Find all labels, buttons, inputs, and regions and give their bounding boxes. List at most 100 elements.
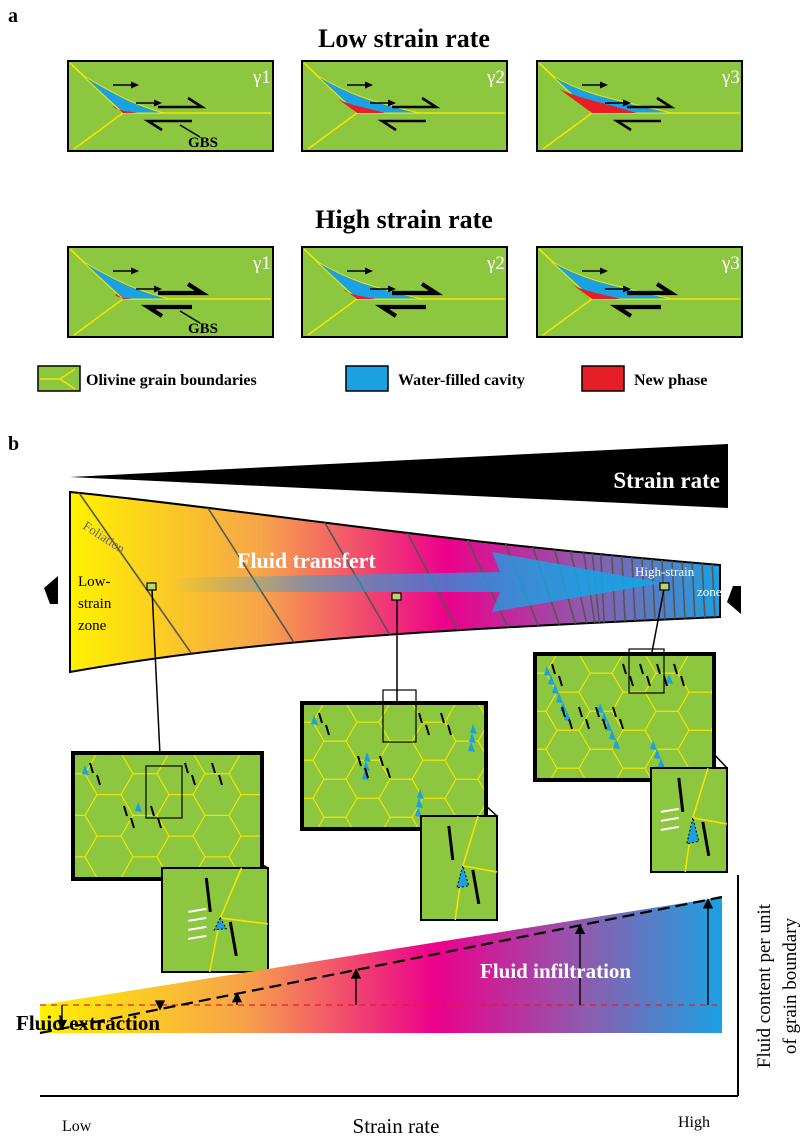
strain-rate-bar-label: Strain rate: [613, 468, 720, 493]
shear-arrow-icon: [677, 777, 685, 813]
gbs-label: GBS: [188, 135, 218, 151]
panel-b-label: b: [8, 433, 19, 455]
displacement-arrow-icon: [154, 99, 162, 107]
shear-arrow-icon: [392, 96, 441, 109]
shear-arrow-icon: [418, 712, 430, 736]
displacement-arrow-icon: [365, 81, 373, 89]
displacement-arrow-icon: [660, 807, 679, 813]
shear-arrow-icon: [158, 282, 210, 296]
zoom-frame: [145, 765, 183, 819]
shear-arrow-icon: [392, 282, 444, 296]
microstructure-boxes: [71, 648, 728, 973]
shear-arrow-icon: [727, 586, 741, 614]
shear-arrow-icon: [551, 663, 563, 687]
displacement-arrow-icon: [231, 992, 243, 1003]
fluid-extraction-label: Fluid extraction: [16, 1011, 160, 1035]
displacement-arrow-icon: [56, 1019, 68, 1031]
shear-arrow-icon: [639, 663, 651, 687]
microstructure-view: [533, 652, 716, 782]
legend: Olivine grain boundaries Water-filled ca…: [37, 365, 707, 392]
displacement-arrow-icon: [188, 925, 207, 931]
shear-arrow-icon: [211, 762, 223, 786]
shear-arrow-icon: [377, 119, 426, 132]
gbs-label: GBS: [188, 321, 218, 337]
shear-arrow-icon: [612, 706, 624, 730]
shear-arrow-icon: [204, 877, 212, 913]
fluid-infiltration-label: Fluid infiltration: [480, 959, 631, 983]
displacement-arrow-icon: [131, 267, 139, 275]
shear-arrow-icon: [440, 712, 452, 736]
low-strain-title: Low strain rate: [318, 24, 490, 53]
shear-arrow-icon: [140, 304, 192, 318]
shear-arrow-icon: [357, 755, 369, 779]
shear-arrow-icon: [123, 805, 135, 829]
sample-marker-mid: [391, 592, 402, 601]
displacement-arrow-icon: [131, 81, 139, 89]
legend-olivine-label: Olivine grain boundaries: [86, 372, 257, 389]
microstructure-view: [71, 751, 264, 881]
x-low-label: Low: [62, 1118, 92, 1135]
shear-arrow-icon: [622, 663, 634, 687]
x-high-label: High: [678, 1114, 710, 1131]
sample-marker-high: [659, 582, 670, 591]
displacement-arrow-icon: [600, 267, 608, 275]
shear-arrow-icon: [673, 663, 685, 687]
displacement-arrow-icon: [574, 923, 586, 935]
shear-arrow-icon: [379, 755, 391, 779]
shear-arrow-icon: [578, 706, 590, 730]
shear-arrow-icon: [228, 921, 238, 957]
shear-arrow-icon: [595, 706, 607, 730]
displacement-arrow-icon: [388, 99, 396, 107]
shear-arrow-icon: [89, 762, 101, 786]
zoom-frame: [382, 689, 417, 743]
shear-arrow-icon: [184, 762, 196, 786]
shear-arrow-icon: [471, 869, 481, 905]
fluid-transfer-arrow: [170, 552, 662, 612]
gamma-label: γ1: [252, 253, 271, 274]
displacement-arrow-icon: [623, 285, 631, 293]
high-strain-zone-line2: zone: [697, 584, 722, 599]
displacement-arrow-icon: [388, 285, 396, 293]
grain-boundary-panel: GBS γ1: [67, 60, 274, 152]
legend-newphase-swatch: [581, 365, 625, 392]
shear-arrow-icon: [701, 821, 711, 857]
displacement-arrow-icon: [350, 968, 362, 979]
displacement-arrow-icon: [600, 81, 608, 89]
high-strain-title: High strain rate: [315, 205, 493, 234]
legend-newphase-label: New phase: [634, 372, 707, 389]
shear-arrow-icon: [150, 805, 162, 829]
displacement-arrow-icon: [702, 898, 714, 909]
fluid-content-plot: Fluid extraction Fluid infiltration Stra…: [16, 875, 801, 1138]
displacement-arrow-icon: [660, 816, 679, 822]
displacement-arrow-icon: [188, 907, 207, 913]
grain-boundary-panel: GBS γ1: [67, 246, 274, 338]
grain-boundary-panel: γ2: [301, 60, 508, 152]
low-strain-zone-line1: Low-: [78, 574, 111, 590]
grain-boundary-panel: γ3: [536, 246, 743, 338]
low-strain-zone-line2: strain: [78, 596, 112, 612]
shear-arrow-icon: [627, 96, 676, 109]
zoom-frame: [628, 648, 665, 694]
legend-water-swatch: [345, 365, 389, 392]
zoom-view: [420, 815, 498, 921]
displacement-arrow-icon: [188, 916, 207, 922]
shear-arrow-icon: [374, 304, 426, 318]
gamma-label: γ2: [486, 253, 505, 274]
high-strain-zone-line1: High-strain: [635, 564, 695, 579]
fluid-transfer-label: Fluid transfert: [237, 548, 376, 573]
shear-arrow-icon: [318, 712, 330, 736]
grain-boundary-panel: γ2: [301, 246, 508, 338]
shear-arrow-icon: [143, 119, 192, 132]
y-axis-label-line2: of grain boundary: [780, 917, 801, 1054]
gamma-label: γ3: [721, 67, 740, 88]
displacement-arrow-icon: [154, 285, 162, 293]
displacement-arrow-icon: [188, 934, 207, 940]
gamma-label: γ3: [721, 253, 740, 274]
gamma-label: γ1: [252, 67, 271, 88]
displacement-arrow-icon: [365, 267, 373, 275]
low-strain-zone-line3: zone: [78, 618, 107, 634]
shear-arrow-icon: [561, 706, 573, 730]
displacement-arrow-icon: [154, 1000, 166, 1011]
